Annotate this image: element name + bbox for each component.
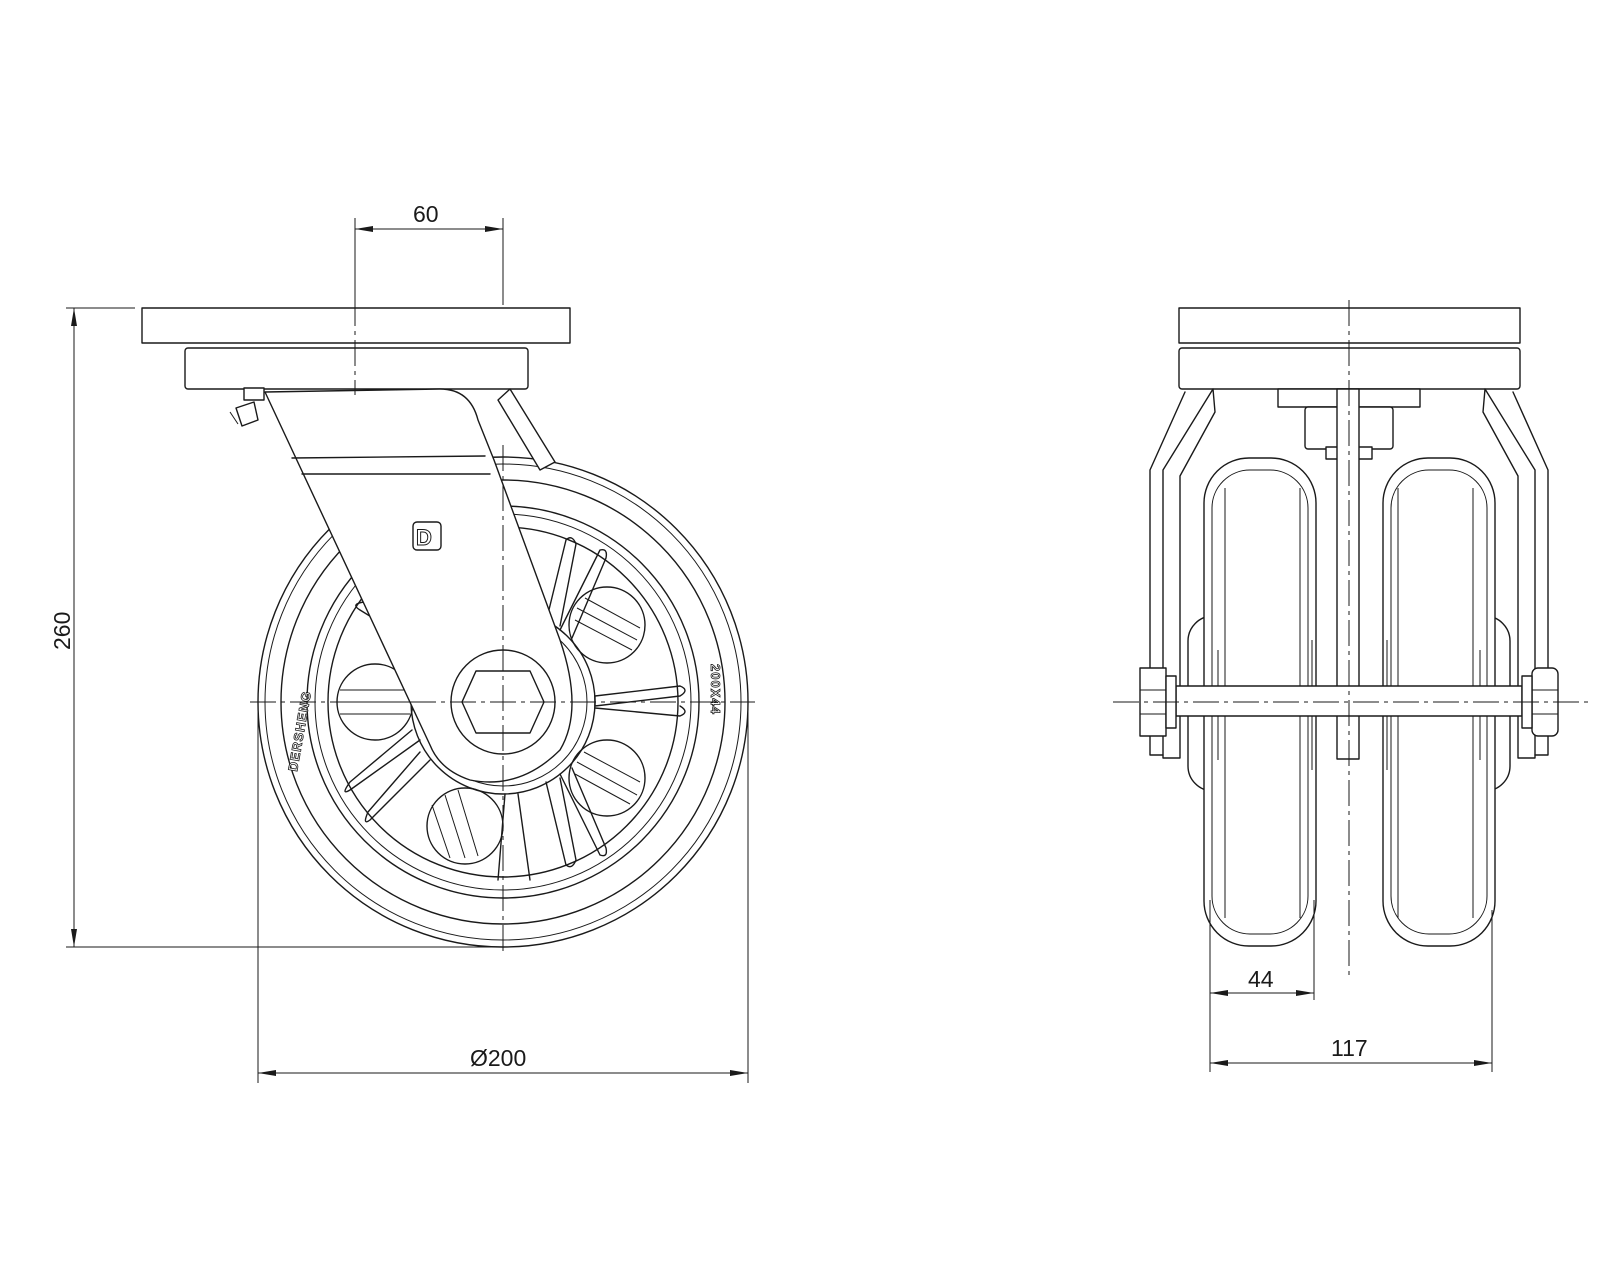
side-view: D DERSHENG 200X44 bbox=[141, 300, 755, 955]
front-view bbox=[1113, 300, 1590, 980]
wheel-holes bbox=[336, 586, 646, 865]
tyre-size-text: 200X44 bbox=[708, 664, 723, 715]
brand-logo-letter: D bbox=[416, 525, 432, 550]
side-view-dimensions: 60 260 Ø200 bbox=[49, 201, 749, 1083]
fork-arms-front bbox=[1149, 388, 1549, 759]
front-view-dimensions: 44 117 bbox=[1209, 900, 1493, 1072]
dimension-overall-width-label: 117 bbox=[1331, 1035, 1368, 1061]
grease-nipple bbox=[229, 387, 265, 427]
dimension-height-label: 260 bbox=[49, 612, 75, 650]
dimension-wheel-width-label: 44 bbox=[1248, 966, 1274, 992]
dimension-diameter-label: Ø200 bbox=[470, 1045, 526, 1071]
brand-logo-mark: D bbox=[412, 521, 442, 551]
dimension-offset-label: 60 bbox=[413, 201, 439, 227]
top-plate-side bbox=[141, 307, 571, 390]
